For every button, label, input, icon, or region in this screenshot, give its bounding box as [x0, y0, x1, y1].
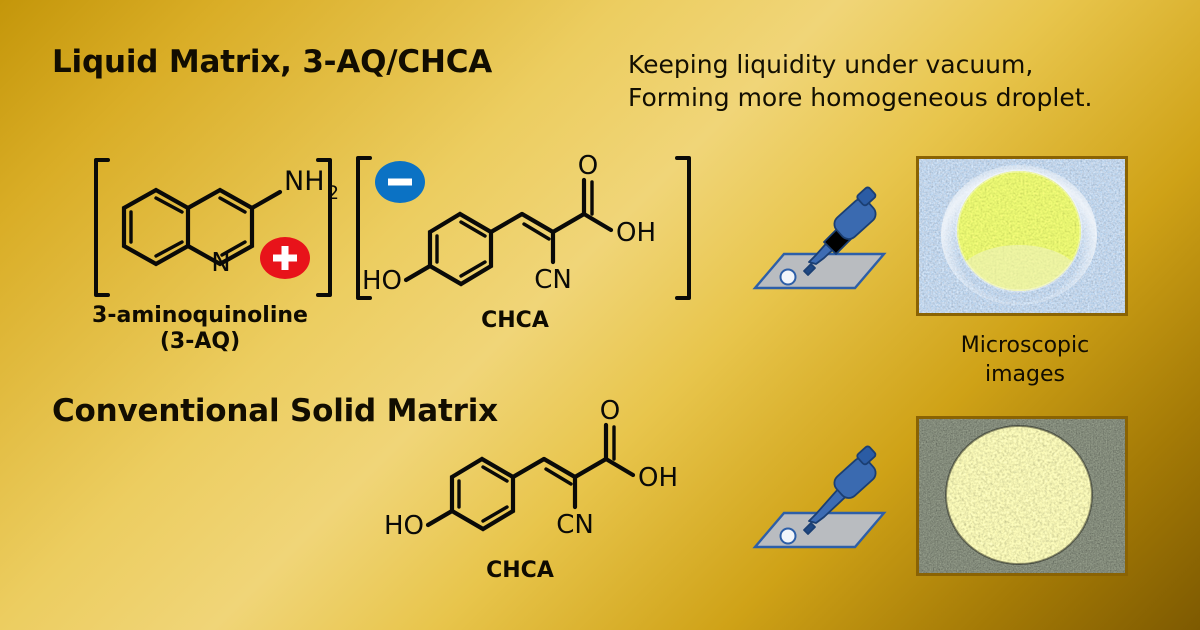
caption-text: CHCA [486, 558, 554, 583]
caption-line-2: (3-AQ) [159, 329, 241, 354]
caption-line-1: 3-aminoquinoline [92, 303, 308, 328]
droplet-icon [779, 268, 797, 286]
caption-line-2: images [985, 362, 1065, 387]
atom-label-hydroxyl: HO [362, 266, 402, 296]
pipette-icon [803, 445, 877, 535]
tagline-line-2: Forming more homogeneous droplet. [628, 83, 1093, 112]
caption-line-1: Microscopic [960, 333, 1090, 358]
droplet-icon [779, 527, 797, 545]
atom-label-carbonyl-oxygen: O [600, 396, 620, 426]
caption-3-aminoquinoline: 3-aminoquinoline (3-AQ) [75, 303, 325, 355]
tagline-line-1: Keeping liquidity under vacuum, [628, 50, 1034, 79]
atom-label-acid-hydroxyl: OH [638, 463, 678, 493]
solid-matrix-heading: Conventional Solid Matrix [52, 393, 498, 429]
pipette-spotting-illustration-solid [712, 443, 897, 565]
atom-label-amine: NH [284, 166, 325, 197]
charge-bracket-right [675, 156, 691, 300]
structure-3-aminoquinoline: N NH 2 [88, 150, 339, 305]
caption-text: CHCA [481, 308, 549, 333]
atom-label-ring-nitrogen: N [211, 248, 230, 278]
caption-chca-bottom: CHCA [425, 558, 615, 584]
atom-label-nitrile: CN [556, 510, 594, 540]
charge-bracket-left [356, 156, 372, 300]
atom-label-hydroxyl: HO [384, 511, 424, 541]
microscopy-photo-solid-crystals [916, 416, 1128, 576]
negative-charge-badge [375, 161, 425, 203]
microscopic-images-caption: Microscopic images [925, 331, 1125, 389]
atom-label-acid-hydroxyl: OH [616, 218, 656, 248]
charge-bracket-left [94, 158, 110, 297]
positive-charge-badge [260, 237, 310, 279]
caption-chca-top: CHCA [420, 308, 610, 334]
structure-chca-anion: HO O OH CN [352, 150, 697, 305]
charge-bracket-right [316, 158, 332, 297]
tagline: Keeping liquidity under vacuum, Forming … [628, 48, 1093, 114]
pipette-icon [803, 186, 877, 276]
atom-label-nitrile: CN [534, 265, 572, 295]
liquid-matrix-heading: Liquid Matrix, 3-AQ/CHCA [52, 44, 493, 80]
microscopy-photo-liquid-droplet [916, 156, 1128, 316]
atom-label-carbonyl-oxygen: O [578, 151, 598, 181]
pipette-spotting-illustration-liquid [712, 178, 897, 310]
structure-chca-neutral: HO O OH CN [384, 396, 690, 560]
